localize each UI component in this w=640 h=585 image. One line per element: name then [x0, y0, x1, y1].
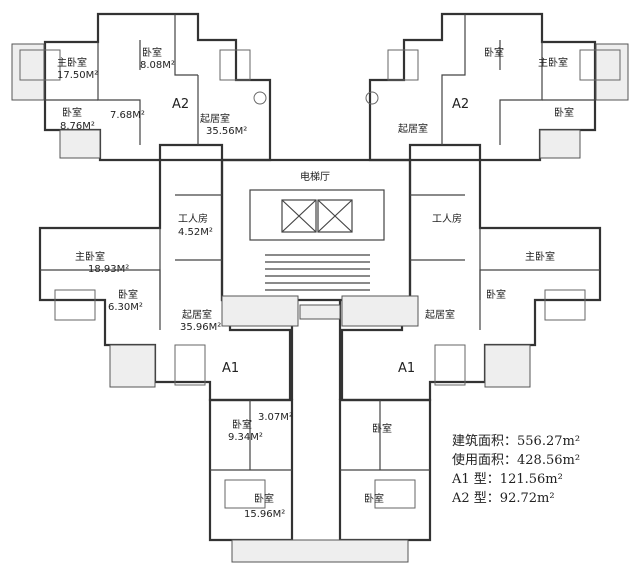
a2l-bed2-label: 卧室	[62, 106, 82, 119]
a2l-living-area: 35.56M²	[206, 126, 247, 137]
a1l-master-area: 18.93M²	[88, 264, 129, 275]
a1l-bed-area: 6.30M²	[108, 302, 143, 313]
a2l-unit-label: A2	[172, 97, 189, 112]
a2r-bed1-label: 卧室	[484, 46, 504, 59]
a1l-unit-label: A1	[222, 361, 239, 376]
a1r-unit-label: A1	[398, 361, 415, 376]
a1r-master-label: 主卧室	[525, 250, 555, 263]
a2l-bed1-label: 卧室	[142, 46, 162, 59]
a2r-master-label: 主卧室	[538, 56, 568, 69]
a2r-bed2-label: 卧室	[554, 106, 574, 119]
bottom-bed1-area: 9.34M²	[228, 432, 263, 443]
bottom-bath-area: 3.07M²	[258, 412, 293, 423]
a2l-master-area: 17.50M²	[57, 70, 98, 81]
a1r-living-label: 起居室	[425, 308, 455, 321]
bottom-right-bed2-label: 卧室	[364, 492, 384, 505]
a2l-bed2-area: 8.76M²	[60, 121, 95, 132]
a1r-work-label: 工人房	[432, 212, 462, 225]
walls	[38, 12, 602, 542]
bottom-bed1-label: 卧室	[232, 418, 252, 431]
a2r-unit-label: A2	[452, 97, 469, 112]
building-area-text: 建筑面积：556.27m²	[452, 434, 581, 449]
a1l-work-label: 工人房	[178, 212, 208, 225]
partitions	[40, 14, 600, 471]
usable-area-text: 使用面积：428.56m²	[452, 453, 581, 468]
a1l-master-label: 主卧室	[75, 250, 105, 263]
balconies	[11, 43, 629, 563]
a1l-living-area: 35.96M²	[180, 322, 221, 333]
bottom-bed2-area: 15.96M²	[244, 509, 285, 520]
a2r-living-label: 起居室	[398, 122, 428, 135]
a1l-living-label: 起居室	[182, 308, 212, 321]
a1-type-text: A1 型：121.56m²	[452, 472, 563, 487]
a2l-living-label: 起居室	[200, 112, 230, 125]
a2l-master-label: 主卧室	[57, 56, 87, 69]
furniture	[19, 49, 621, 509]
a2-type-text: A2 型：92.72m²	[452, 491, 555, 506]
bottom-bed2-label: 卧室	[254, 492, 274, 505]
elevator-hall-label: 电梯厅	[300, 170, 330, 183]
a1l-work-area: 4.52M²	[178, 227, 213, 238]
a2l-bath-area: 7.68M²	[110, 110, 145, 121]
area-summary: 建筑面积：556.27m² 使用面积：428.56m² A1 型：121.56m…	[452, 432, 632, 508]
a1l-bed-label: 卧室	[118, 288, 138, 301]
a1r-bed-label: 卧室	[486, 288, 506, 301]
bottom-right-bed1-label: 卧室	[372, 422, 392, 435]
a2l-bed1-area: 8.08M²	[140, 60, 175, 71]
